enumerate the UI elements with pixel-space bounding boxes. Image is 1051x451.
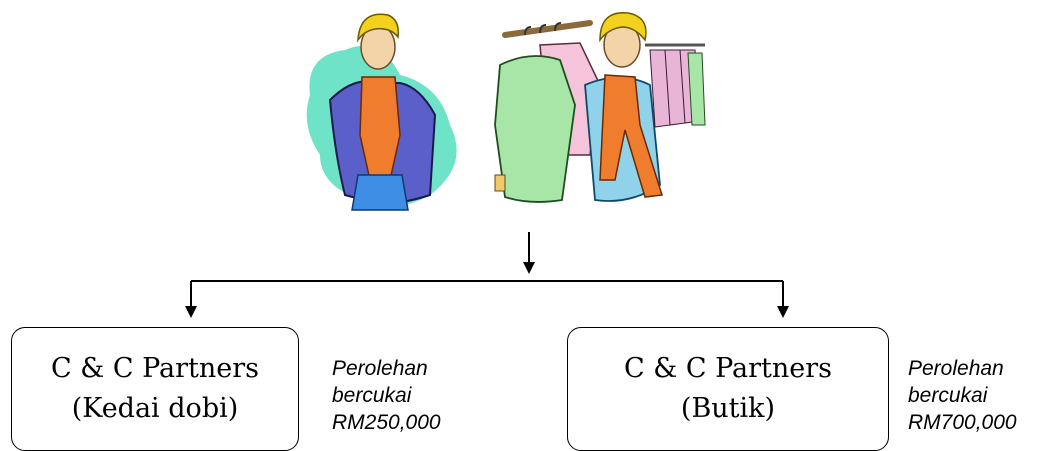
price-tag bbox=[494, 174, 506, 192]
note-line-3: RM250,000 bbox=[332, 411, 441, 434]
man-jeans bbox=[351, 174, 409, 211]
note-line-1: Perolehan bbox=[332, 357, 428, 380]
entity-box-right: C & C Partners (Butik) bbox=[567, 327, 889, 451]
note-line-1: Perolehan bbox=[908, 357, 1004, 380]
clothing-shop-clipart bbox=[306, 12, 706, 211]
note-line-2: bercukai bbox=[908, 384, 988, 407]
entity-subtitle-left: (Kedai dobi) bbox=[71, 393, 239, 424]
green-shirt bbox=[494, 55, 576, 203]
taxable-income-note-left: Perolehan bercukai RM250,000 bbox=[332, 355, 441, 436]
note-line-2: bercukai bbox=[332, 384, 412, 407]
right-rack-green-shirt bbox=[687, 52, 706, 126]
clothes-rail-left bbox=[502, 20, 593, 38]
entity-subtitle-right: (Butik) bbox=[680, 393, 776, 424]
taxable-income-note-right: Perolehan bercukai RM700,000 bbox=[908, 355, 1017, 436]
entity-box-left: C & C Partners (Kedai dobi) bbox=[11, 327, 299, 451]
entity-title-left: C & C Partners bbox=[50, 353, 260, 384]
man-hair bbox=[357, 13, 400, 43]
woman-hair bbox=[599, 12, 647, 43]
note-line-3: RM700,000 bbox=[908, 411, 1017, 434]
entity-title-right: C & C Partners bbox=[623, 353, 833, 384]
hanger-hooks bbox=[524, 22, 562, 36]
diagram-canvas: C & C Partners (Kedai dobi) Perolehan be… bbox=[11, 12, 1017, 451]
man-sweater bbox=[359, 76, 401, 181]
woman-scarf bbox=[599, 74, 663, 198]
